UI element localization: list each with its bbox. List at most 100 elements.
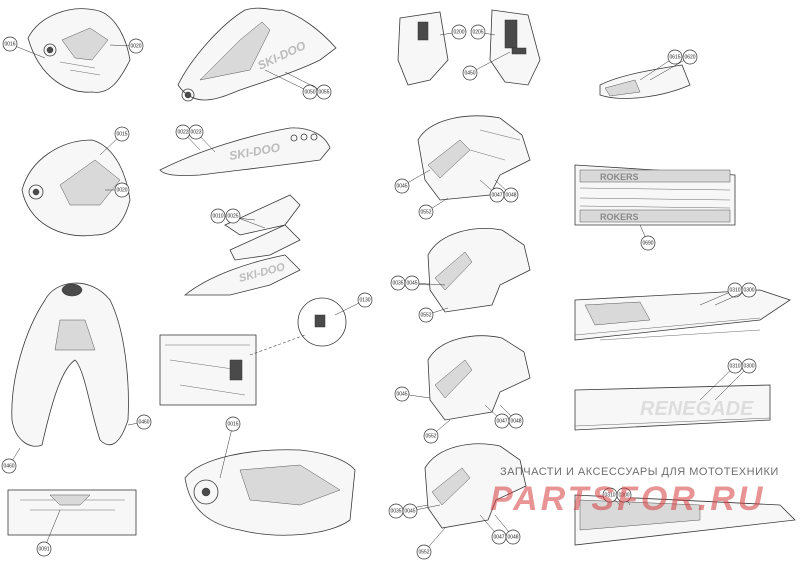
callout-label: 0023 [190, 130, 201, 136]
callout-bubble [316, 84, 332, 100]
svg-text:ROKERS: ROKERS [600, 172, 639, 182]
small-decal-top-right [599, 64, 691, 99]
callout-0047: 0047 [479, 514, 507, 545]
callout-bubble [210, 208, 226, 224]
callout-label: 0047 [493, 535, 504, 541]
callout-0615: 0615 [639, 49, 683, 81]
callout-label: 0130 [359, 298, 370, 304]
callout-bubble [470, 24, 486, 40]
callout-0552: 0552 [418, 307, 449, 323]
callout-label: 0047 [491, 193, 502, 199]
callout-label: 0552 [420, 210, 431, 216]
callout-label: 0020 [116, 188, 127, 194]
hood-panel-middle [21, 139, 131, 237]
side-panel-decal-mid: SKI-DOO [159, 127, 331, 176]
detail-inset [159, 297, 347, 406]
callout-label: 0022 [177, 130, 188, 136]
callout-0045: 0045 [394, 169, 431, 194]
callout-bubble [357, 292, 373, 308]
right-side-panel-b [427, 228, 531, 313]
callout-label: 0015 [227, 422, 238, 428]
front-nose-panel [11, 282, 129, 447]
callout-0460: 0460 [127, 414, 152, 430]
callout-0310: 0310 [699, 358, 743, 401]
callout-0016: 0016 [2, 36, 46, 59]
callout-0015: 0015 [99, 126, 130, 156]
callout-bubble [36, 541, 52, 557]
callout-label: 0048 [507, 535, 518, 541]
callout-bubble [505, 529, 521, 545]
callout-0130: 0130 [334, 292, 373, 316]
callout-bubble [2, 36, 18, 52]
side-panels-pair-top [397, 9, 541, 86]
callout-bubble [114, 126, 130, 142]
callout-0552: 0552 [423, 419, 451, 444]
callout-0020: 0020 [109, 38, 144, 54]
callout-0048: 0048 [494, 514, 521, 545]
callout-label: 0048 [510, 419, 521, 425]
callout-label: 0035 [392, 281, 403, 287]
callout-0205: 0205 [470, 24, 496, 40]
callout-label: 0460 [3, 464, 14, 470]
callout-bubble [503, 187, 519, 203]
callout-0310: 0310 [699, 282, 743, 306]
callout-bubble [394, 386, 410, 402]
callout-label: 0690 [642, 241, 653, 247]
callout-bubble [1, 458, 17, 474]
callout-leader [264, 69, 311, 93]
right-side-panel-d [424, 443, 527, 529]
callout-bubble [667, 49, 683, 65]
callout-label: 0020 [130, 44, 141, 50]
callout-0047: 0047 [484, 404, 510, 429]
callout-0045: 0045 [402, 503, 441, 519]
callout-0023: 0023 [188, 124, 216, 153]
callout-0450: 0450 [462, 51, 511, 81]
callout-label: 0552 [418, 550, 429, 556]
callout-bubble [225, 416, 241, 432]
callout-bubble [188, 124, 204, 140]
callout-0300: 0300 [714, 282, 757, 306]
callout-label: 0300 [743, 288, 754, 294]
callout-label: 0025 [227, 214, 238, 220]
callout-bubble [225, 208, 241, 224]
callout-0020: 0020 [105, 182, 130, 198]
callout-0010: 0010 [210, 208, 256, 224]
tunnel-side-upper [574, 289, 791, 341]
callout-label: 0620 [684, 55, 695, 61]
callout-0045: 0045 [404, 275, 446, 291]
callout-bubble [741, 282, 757, 298]
tunnel-rail-decal: ROKERS ROKERS [574, 164, 736, 226]
callout-label: 0450 [464, 71, 475, 77]
callout-0552: 0552 [418, 197, 449, 220]
callout-0310: 0310 [602, 487, 621, 506]
callout-label: 0310 [604, 493, 615, 499]
callout-0690: 0690 [639, 224, 656, 251]
callout-bubble [616, 487, 632, 503]
callout-bubble [402, 503, 418, 519]
windshield-trim-decal [7, 489, 137, 536]
callout-bubble [418, 307, 434, 323]
callout-0200: 0200 [439, 24, 467, 40]
callout-0045: 0045 [394, 386, 431, 402]
right-side-panel-c [427, 335, 531, 421]
callout-label: 0055 [318, 90, 329, 96]
tunnel-side-middle: RENEGADE [574, 384, 771, 431]
callout-label: 0205 [472, 30, 483, 36]
callout-leader [649, 56, 691, 81]
callout-label: 0300 [743, 364, 754, 370]
callout-0048: 0048 [494, 179, 519, 203]
callout-label: 0050 [304, 90, 315, 96]
callout-label: 0035 [390, 509, 401, 515]
callout-0460: 0460 [1, 447, 21, 474]
callout-bubble [136, 414, 152, 430]
callout-bubble [741, 358, 757, 374]
watermark-logo: PARTSFOR.RU [490, 480, 766, 518]
callout-0015: 0015 [219, 416, 241, 479]
callout-bubble [462, 65, 478, 81]
callout-label: 0200 [453, 30, 464, 36]
callout-label: 0552 [420, 313, 431, 319]
callout-label: 0047 [496, 419, 507, 425]
right-side-panel-a [417, 115, 531, 201]
callout-label: 0045 [396, 392, 407, 398]
